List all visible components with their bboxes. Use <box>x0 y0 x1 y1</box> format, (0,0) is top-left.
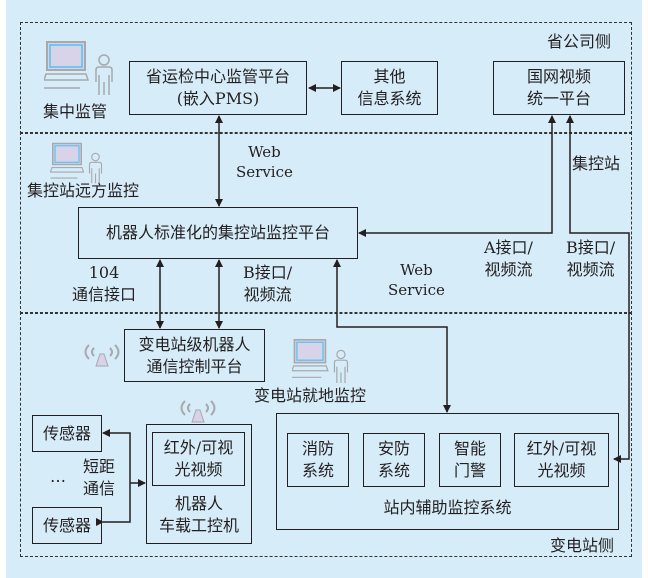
access-control[interactable]: 智能门警 <box>439 433 501 487</box>
zone-control-station-label: 集控站 <box>572 154 621 173</box>
fire-system[interactable]: 消防系统 <box>287 433 349 487</box>
short-range-label: 短距通信 <box>83 457 116 498</box>
wireless-antenna-icon <box>180 400 216 423</box>
robot-comm-line2: 通信控制平台 <box>146 356 243 376</box>
zone-substation <box>20 312 632 557</box>
actor-central-label: 集中监管 <box>43 102 108 121</box>
control-platform-label: 机器人标准化的集控站监控平台 <box>105 223 330 242</box>
sensor-bottom-label: 传感器 <box>42 515 91 535</box>
sgcc-video-line1: 国网视频 <box>526 67 591 86</box>
provincial-platform-line1: 省运检中心监管平台 <box>145 67 290 86</box>
b-iface-right-label: B接口/视频流 <box>566 238 616 279</box>
b-iface-left-label: B接口/视频流 <box>243 263 293 304</box>
aux-system-label: 站内辅助监控系统 <box>383 498 512 517</box>
robot-ir-line1: 红外/可视 <box>163 438 234 457</box>
robot-comm-platform[interactable]: 变电站级机器人通信控制平台 <box>124 329 265 382</box>
zone-province-label: 省公司侧 <box>547 32 612 51</box>
zone-province <box>20 22 632 134</box>
monitor-person-icon <box>292 338 349 384</box>
sensor-top-label: 传感器 <box>42 423 91 443</box>
actor-local-label: 变电站就地监控 <box>254 386 367 405</box>
sensor-bottom[interactable]: 传感器 <box>32 507 102 544</box>
robot-ipc[interactable]: 机器人车载工控机 <box>146 424 252 544</box>
provincial-monitoring-platform[interactable]: 省运检中心监管平台 (嵌入PMS) <box>129 61 307 115</box>
fire-line2: 系统 <box>301 461 334 480</box>
monitor-person-icon <box>44 41 113 95</box>
robot-ipc-line2: 车载工控机 <box>158 516 239 535</box>
zone-control-station <box>20 132 632 314</box>
ellipsis-label: … <box>50 467 66 486</box>
zone-substation-label: 变电站侧 <box>550 536 615 555</box>
control-station-platform[interactable]: 机器人标准化的集控站监控平台 <box>78 207 358 259</box>
sgcc-video-platform[interactable]: 国网视频统一平台 <box>493 61 625 115</box>
security-system[interactable]: 安防系统 <box>363 433 425 487</box>
wireless-antenna-icon <box>84 344 120 367</box>
other-info-system[interactable]: 其他信息系统 <box>341 61 438 115</box>
security-line2: 系统 <box>377 461 410 480</box>
sgcc-video-line2: 统一平台 <box>526 89 591 108</box>
robot-ir-line2: 光视频 <box>174 460 223 479</box>
access-line2: 门警 <box>453 461 486 480</box>
actor-remote-label: 集控站远方监控 <box>27 181 140 200</box>
access-line1: 智能 <box>453 439 486 458</box>
security-line1: 安防 <box>377 439 410 458</box>
robot-ipc-line1: 机器人 <box>174 494 223 513</box>
robot-ir-video[interactable]: 红外/可视光视频 <box>152 432 245 486</box>
aux-ir-line1: 红外/可视 <box>526 439 597 458</box>
other-info-line1: 其他 <box>373 67 406 86</box>
other-info-line2: 信息系统 <box>357 89 422 108</box>
robot-comm-line1: 变电站级机器人 <box>138 334 251 354</box>
aux-ir-video[interactable]: 红外/可视光视频 <box>514 433 609 487</box>
aux-monitoring-system[interactable]: 站内辅助监控系统 <box>276 413 619 530</box>
fire-line1: 消防 <box>301 439 334 458</box>
monitor-person-icon <box>50 142 103 184</box>
provincial-platform-line2: (嵌入PMS) <box>176 89 260 108</box>
sensor-top[interactable]: 传感器 <box>32 415 102 452</box>
aux-ir-line2: 光视频 <box>537 461 586 480</box>
a-iface-label: A接口/视频流 <box>484 238 533 279</box>
